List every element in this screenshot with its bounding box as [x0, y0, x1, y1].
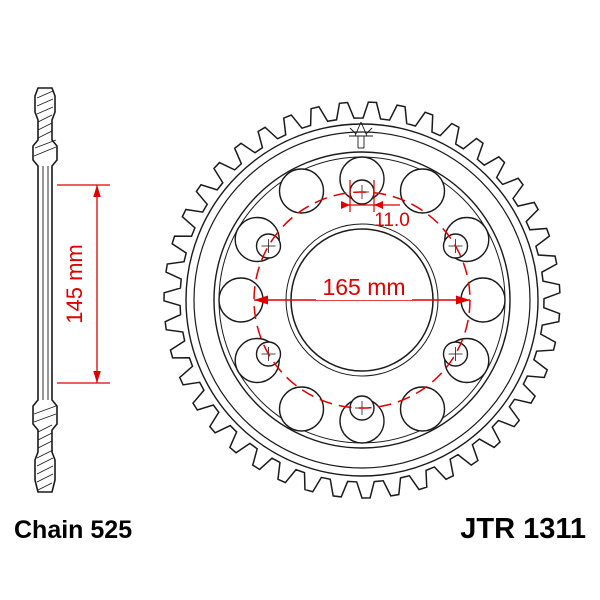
- chain-label: Chain 525: [14, 516, 132, 544]
- bolt-circle-arrow-right: [456, 295, 470, 305]
- dimension-11mm-label: 11.0: [374, 210, 410, 231]
- sprocket-plan-view: 165 mm 11.0: [163, 101, 561, 499]
- dimension-145mm: 145 mm: [57, 184, 110, 384]
- dimension-165mm: 165 mm: [253, 191, 471, 409]
- bolt-circle-arrow-left: [254, 295, 268, 305]
- bolt-circle-label-backdrop: [316, 274, 412, 300]
- section-hatching-top: [33, 90, 57, 157]
- part-number-label: JTR 1311: [460, 513, 586, 545]
- tooth-base-circle: [193, 131, 531, 469]
- side-profile-outline: [32, 87, 58, 493]
- side-profile-view: [32, 87, 58, 493]
- section-hatching-bottom: [33, 405, 57, 491]
- outer-body-circle: [213, 151, 511, 449]
- dimension-145mm-label: 145 mm: [62, 244, 87, 323]
- dimension-11mm: 11.0: [341, 180, 410, 231]
- dimension-165mm-label: 165 mm: [322, 274, 405, 300]
- surface-detail-mark: [349, 121, 373, 149]
